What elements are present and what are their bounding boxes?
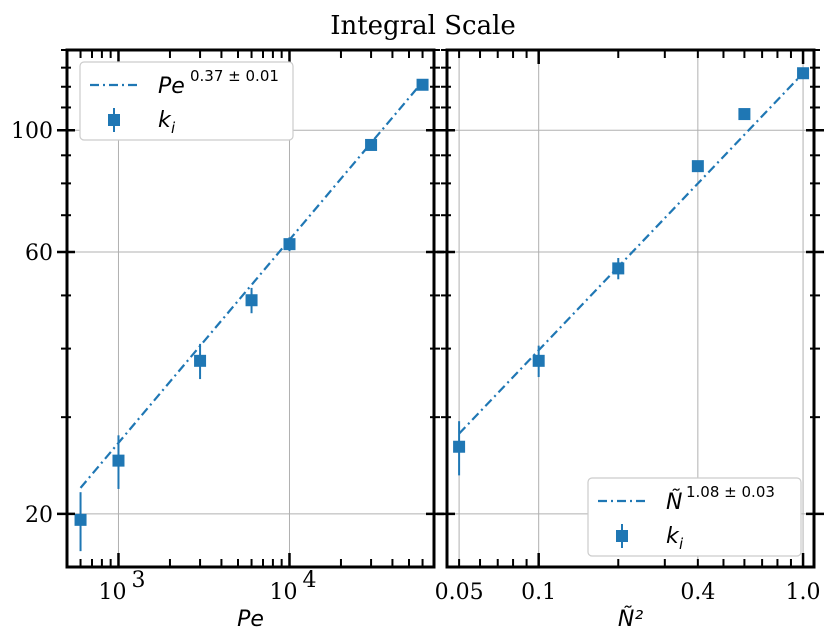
legend-box [79,61,294,141]
figure-title: Integral Scale [330,11,516,41]
x-tick-label: 0.05 [435,580,484,605]
data-point [245,294,258,307]
y-tick-label: 20 [25,503,53,528]
legend-fit-label: Pe [158,74,185,99]
legend-box [587,477,802,557]
data-point [194,354,207,367]
legend-point-swatch [616,530,628,542]
data-point [453,440,466,453]
fit-line [458,72,804,435]
axes-frame [445,48,816,569]
data-point [365,138,378,151]
x-tick-label: 0.4 [680,580,715,605]
data-point [532,354,545,367]
x-tick-label: 10 [269,580,297,605]
legend-fit-exponent: 0.37 ± 0.01 [190,67,279,85]
legend-fit-exponent: 1.08 ± 0.03 [686,483,775,501]
data-point [738,108,751,121]
legend-series-label: k [158,108,172,133]
legend-fit-label: Ñ [666,488,682,515]
x-tick-label: 1.0 [786,580,821,605]
axes-frame [65,48,436,569]
legend-series-subscript: i [171,119,176,137]
legend-point-swatch [108,114,120,126]
data-point [416,78,429,91]
legend-series-subscript: i [679,535,684,553]
x-axis-label: Pe [237,607,264,632]
data-point [691,160,704,173]
x-axis-label: Ñ² [618,605,643,632]
x-tick-label: 10 [98,580,126,605]
legend-series-label: k [666,524,680,549]
data-point [283,238,296,251]
data-point [797,67,810,80]
data-point [612,262,625,275]
y-tick-label: 100 [11,119,53,144]
data-point [112,454,125,467]
data-point [74,513,87,526]
y-tick-label: 60 [25,241,53,266]
x-tick-label-exponent: 3 [131,568,145,593]
x-tick-label: 0.1 [521,580,556,605]
x-tick-label-exponent: 4 [302,568,316,593]
